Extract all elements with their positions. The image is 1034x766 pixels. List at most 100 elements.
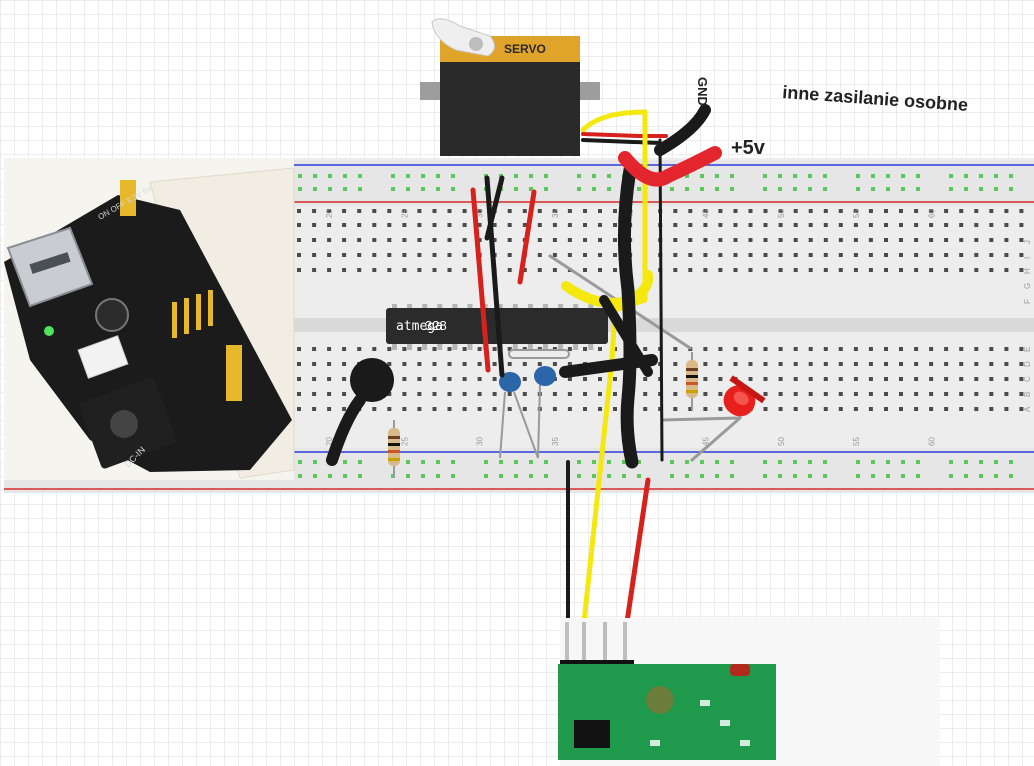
breadboard-hole [700,460,704,464]
breadboard-hole [462,209,467,213]
breadboard-hole [718,362,723,366]
breadboard-hole [313,460,317,464]
receiver-pins [565,622,627,664]
breadboard-hole [417,392,422,396]
breadboard-hole [808,474,812,478]
breadboard-hole [823,187,827,191]
chip-pin [512,304,518,310]
breadboard-hole [914,238,919,242]
header-pins [172,290,213,338]
chip-pin [422,344,428,350]
breadboard-hole [884,238,888,242]
breadboard-hole [916,174,920,178]
breadboard-hole [688,407,693,411]
column-number: 25 [400,437,409,446]
dc-jack-hole [110,410,138,438]
breadboard-hole [688,209,693,213]
servo-motor: SERVO [420,18,600,156]
receiver-red-part [730,664,750,676]
breadboard-hole [432,347,437,351]
wire-black-thin [658,138,664,462]
breadboard-hole [507,209,512,213]
breadboard-hole [567,253,572,257]
breadboard-hole [391,187,395,191]
rf-receiver-module [558,618,940,766]
breadboard-hole [421,187,425,191]
breadboard-hole [372,238,377,242]
breadboard-hole [432,362,437,366]
breadboard-hole [793,268,798,272]
breadboard-hole [477,223,482,227]
breadboard-hole [312,362,317,366]
breadboard-hole [372,268,377,272]
breadboard-hole [763,187,767,191]
breadboard-hole [914,392,919,396]
breadboard-hole [342,268,347,272]
resistor-right [686,352,698,410]
breadboard-hole [313,474,317,478]
breadboard-hole [914,347,919,351]
breadboard-hole [929,209,934,213]
breadboard-hole [949,460,953,464]
breadboard-hole [989,209,994,213]
breadboard-hole [899,377,903,381]
breadboard-hole [577,187,581,191]
breadboard-hole [1004,209,1009,213]
breadboard-hole [715,174,719,178]
breadboard-hole [778,407,783,411]
breadboard-hole [979,460,983,464]
breadboard-hole [343,474,347,478]
breadboard-hole [298,187,302,191]
breadboard-hole [567,223,572,227]
breadboard-hole [703,209,708,213]
breadboard-hole [328,174,332,178]
breadboard-hole [974,209,979,213]
breadboard-hole [613,238,617,242]
breadboard-hole [477,209,482,213]
breadboard-hole [297,362,301,366]
breadboard-hole [700,474,704,478]
breadboard-hole [688,223,693,227]
breadboard-hole [432,238,437,242]
breadboard-hole [552,238,557,242]
breadboard-hole [929,223,934,227]
chip-pin [497,304,503,310]
breadboard-hole [838,238,843,242]
breadboard-hole [613,392,617,396]
breadboard-hole [718,209,723,213]
chip-pin [558,344,564,350]
breadboard-hole [914,407,919,411]
breadboard-hole [1009,474,1013,478]
breadboard-hole [778,174,782,178]
chip-pin [573,304,579,310]
breadboard-hole [778,187,782,191]
breadboard-hole [688,268,693,272]
breadboard-hole [763,460,767,464]
breadboard-hole [964,187,968,191]
breadboard-hole [592,187,596,191]
chip-pin [588,344,594,350]
breadboard-hole [1009,174,1013,178]
breadboard-hole [670,460,674,464]
breadboard-hole [417,362,422,366]
breadboard-hole [372,407,377,411]
column-number: 55 [852,209,861,218]
breadboard-hole [763,253,768,257]
breadboard-hole [886,460,890,464]
breadboard-hole [298,174,302,178]
breadboard-hole [853,362,858,366]
breadboard-hole [884,268,888,272]
breadboard-hole [451,474,455,478]
breadboard-hole [994,187,998,191]
breadboard-hole [477,347,482,351]
breadboard-hole [808,347,813,351]
breadboard-hole [327,268,332,272]
breadboard-hole [685,187,689,191]
breadboard-hole [793,347,798,351]
breadboard-hole [901,174,905,178]
breadboard-hole [944,238,949,242]
breadboard-hole [748,362,753,366]
breadboard-hole [643,377,648,381]
breadboard-hole [974,253,979,257]
chip-pin [588,304,594,310]
